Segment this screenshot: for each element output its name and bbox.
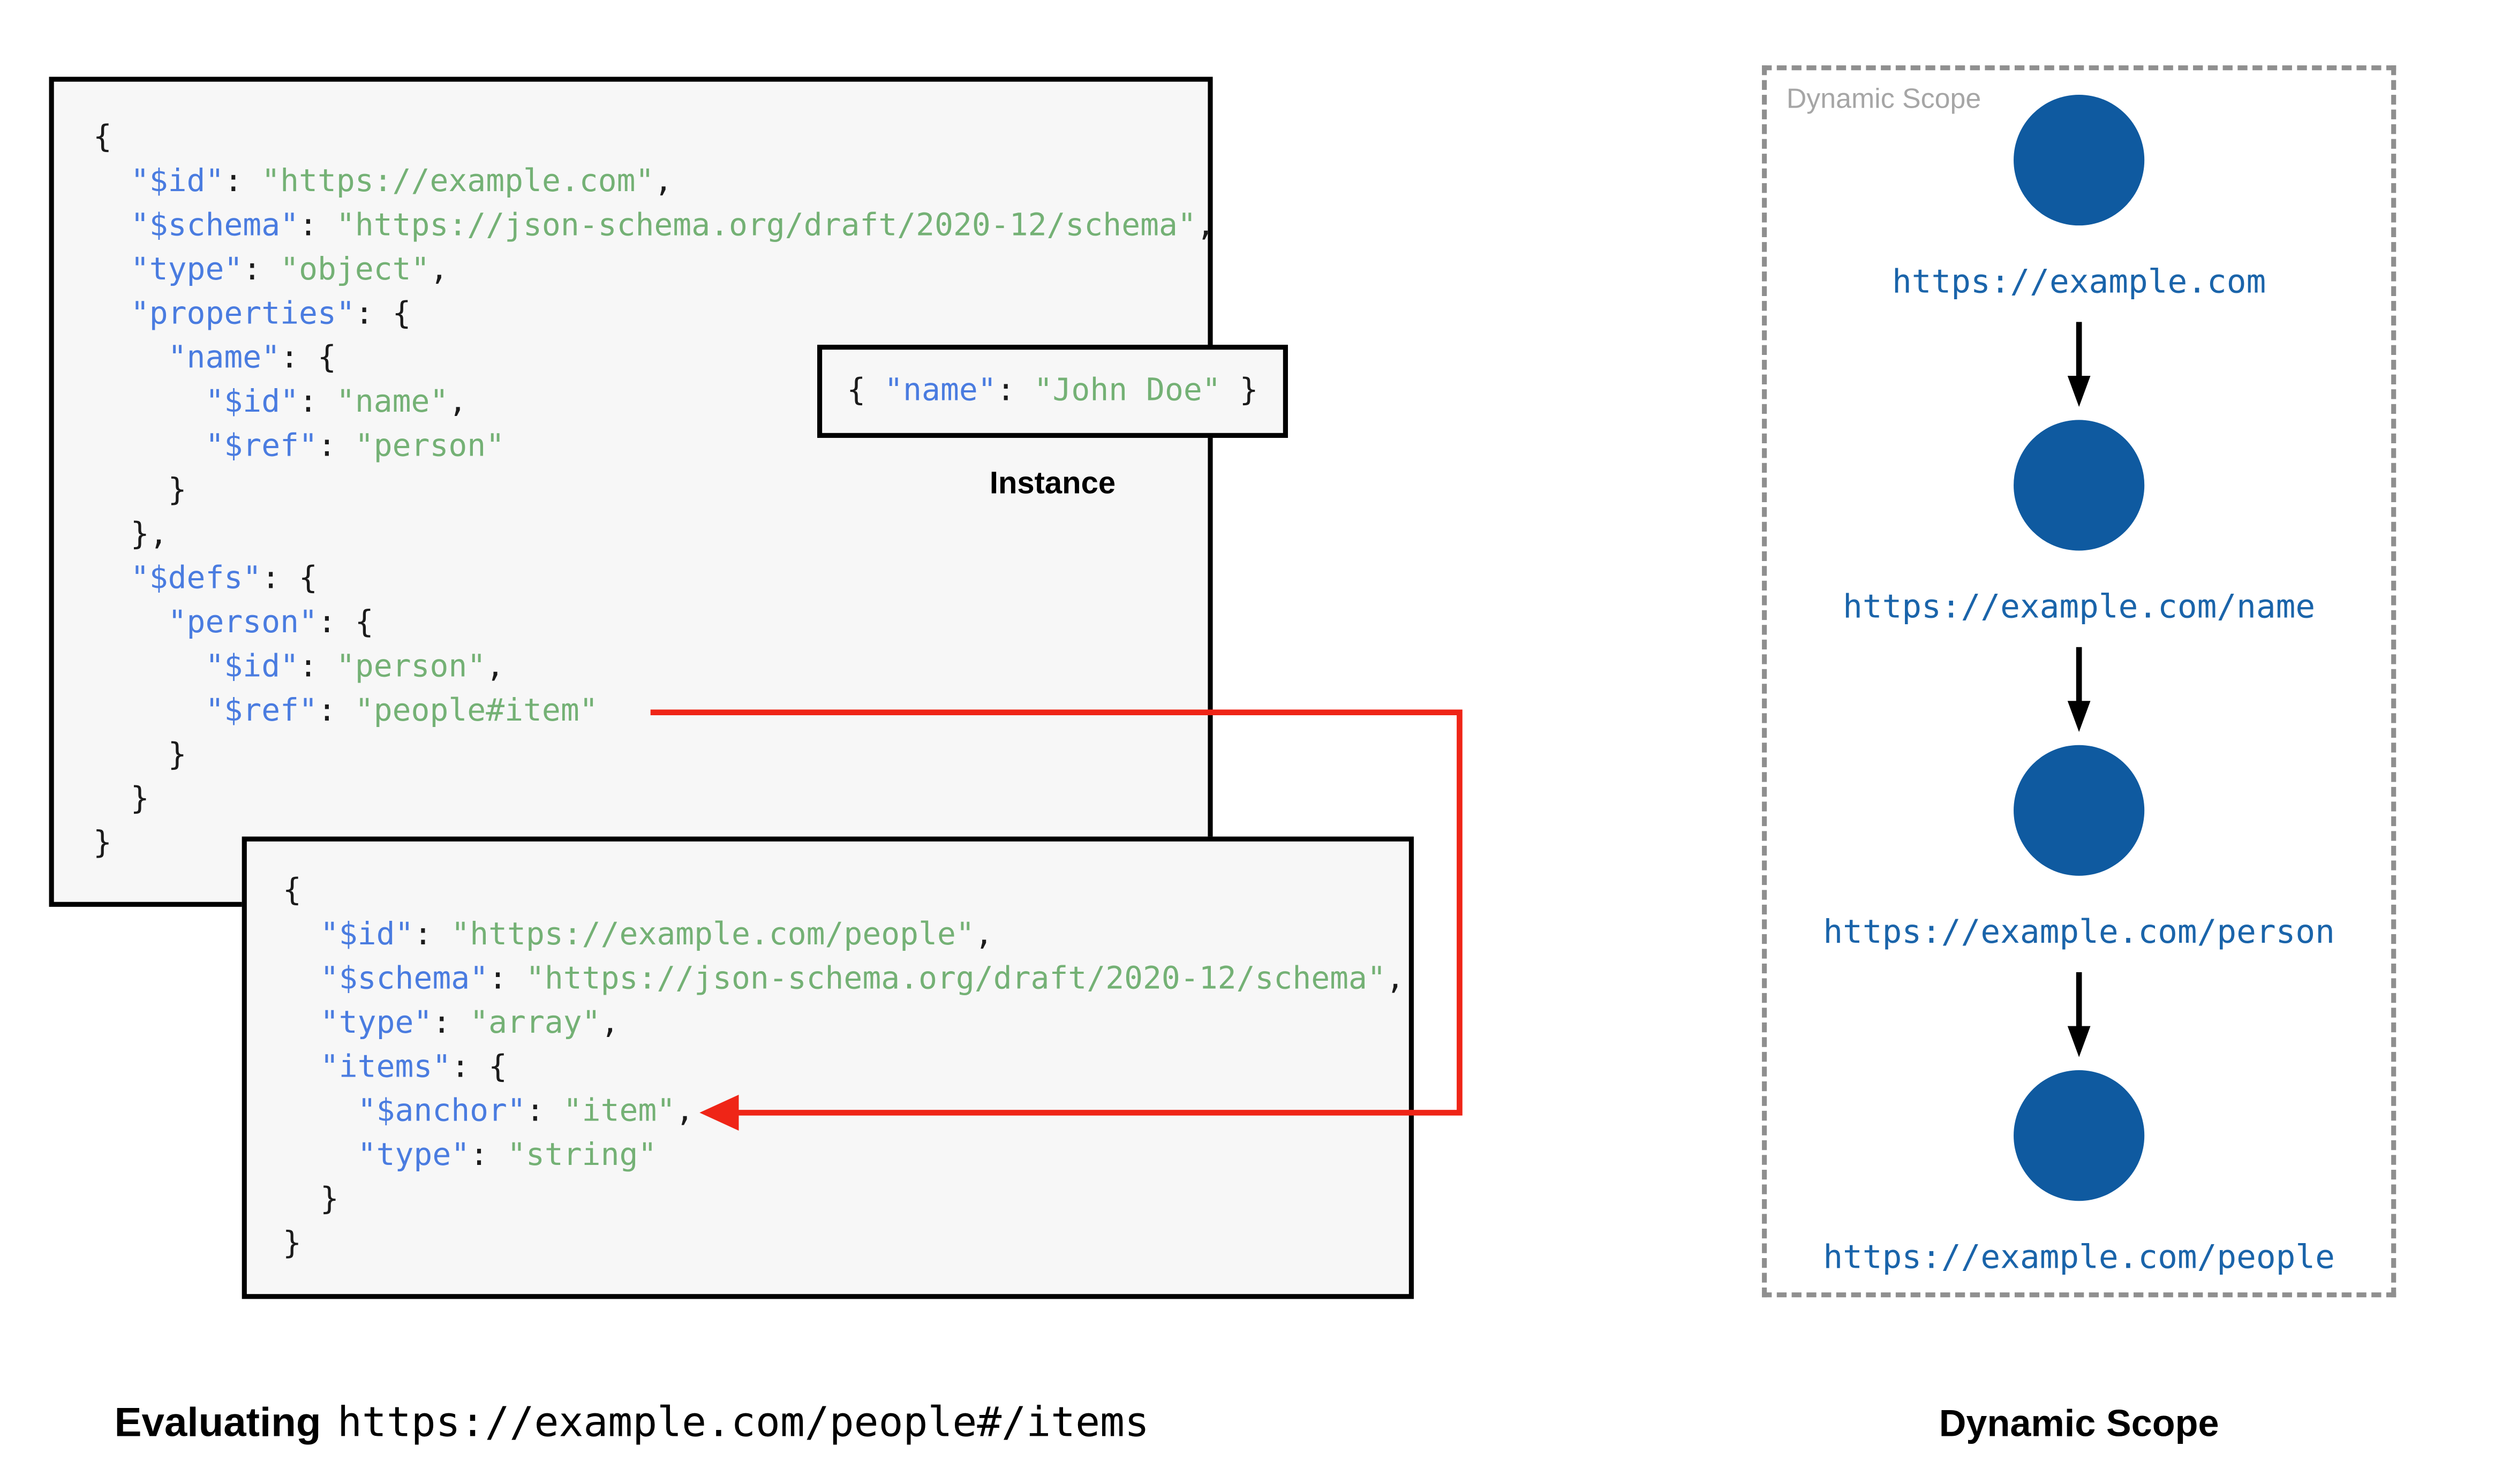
root-schema-code: { "$id": "https://example.com", "$schema… (93, 116, 1215, 866)
code-line: "$id": "https://example.com", (130, 163, 673, 200)
evaluating-caption-prefix: Evaluating (114, 1400, 321, 1447)
scope-node-circle-icon (2014, 1070, 2145, 1201)
code-line: "$schema": "https://json-schema.org/draf… (320, 960, 1405, 997)
instance-box: { "name": "John Doe" } (817, 344, 1288, 438)
code-line: "items": { (320, 1049, 508, 1085)
root-schema-box: { "$id": "https://example.com", "$schema… (49, 77, 1215, 907)
code-line: }, (93, 516, 168, 552)
instance-code: { "name": "John Doe" } (847, 369, 1258, 413)
code-line: "type": "string" (357, 1137, 657, 1173)
evaluating-caption-url: https://example.com/people#/items (337, 1398, 1149, 1447)
code-line: "$id": "name", (205, 384, 468, 420)
code-line: "$id": "person", (205, 648, 505, 685)
scope-node-url: https://example.com/person (1823, 912, 2335, 951)
code-line: "person": { (168, 604, 374, 641)
instance-label: Instance (989, 467, 1116, 502)
code-line: "$defs": { (130, 560, 318, 596)
code-line: } (93, 472, 187, 509)
scope-node-circle-icon (2014, 420, 2145, 551)
dynamic-scope-watermark: Dynamic Scope (1786, 83, 1981, 115)
code-line: "$id": "https://example.com/people", (320, 917, 993, 953)
code-line: "type": "object", (130, 252, 449, 288)
down-arrow-icon (2067, 972, 2091, 1057)
code-line: "$schema": "https://json-schema.org/draf… (130, 207, 1215, 244)
code-line: } (93, 737, 187, 773)
code-line: { (282, 872, 302, 908)
code-line: "$ref": "person" (205, 428, 505, 464)
code-line: "type": "array", (320, 1004, 620, 1041)
code-line: } (93, 825, 112, 861)
code-line: { "name": "John Doe" } (847, 372, 1258, 408)
down-arrow-icon (2067, 647, 2091, 732)
scope-node-url: https://example.com/name (1843, 586, 2316, 626)
code-line: { (93, 119, 112, 155)
evaluating-caption: Evaluating https://example.com/people#/it… (115, 1399, 1149, 1448)
scope-node-url: https://example.com (1892, 261, 2266, 301)
scope-node-circle-icon (2014, 745, 2145, 876)
code-line: "$anchor": "item", (357, 1093, 695, 1129)
scope-node-circle-icon (2014, 95, 2145, 226)
people-schema-code: { "$id": "https://example.com/people", "… (282, 869, 1405, 1267)
code-line: } (282, 1181, 339, 1217)
down-arrow-icon (2067, 322, 2091, 407)
dynamic-scope-panel: Dynamic Scope https://example.com https:… (1762, 65, 2397, 1298)
dynamic-scope-caption: Dynamic Scope (1939, 1402, 2219, 1444)
code-line: } (282, 1225, 302, 1262)
code-line: } (93, 781, 149, 817)
code-line: "properties": { (130, 296, 411, 332)
code-line: "$ref": "people#item" (205, 693, 598, 729)
scope-node-url: https://example.com/people (1823, 1237, 2335, 1276)
code-line: "name": { (168, 339, 336, 376)
people-schema-box: { "$id": "https://example.com/people", "… (242, 836, 1414, 1299)
